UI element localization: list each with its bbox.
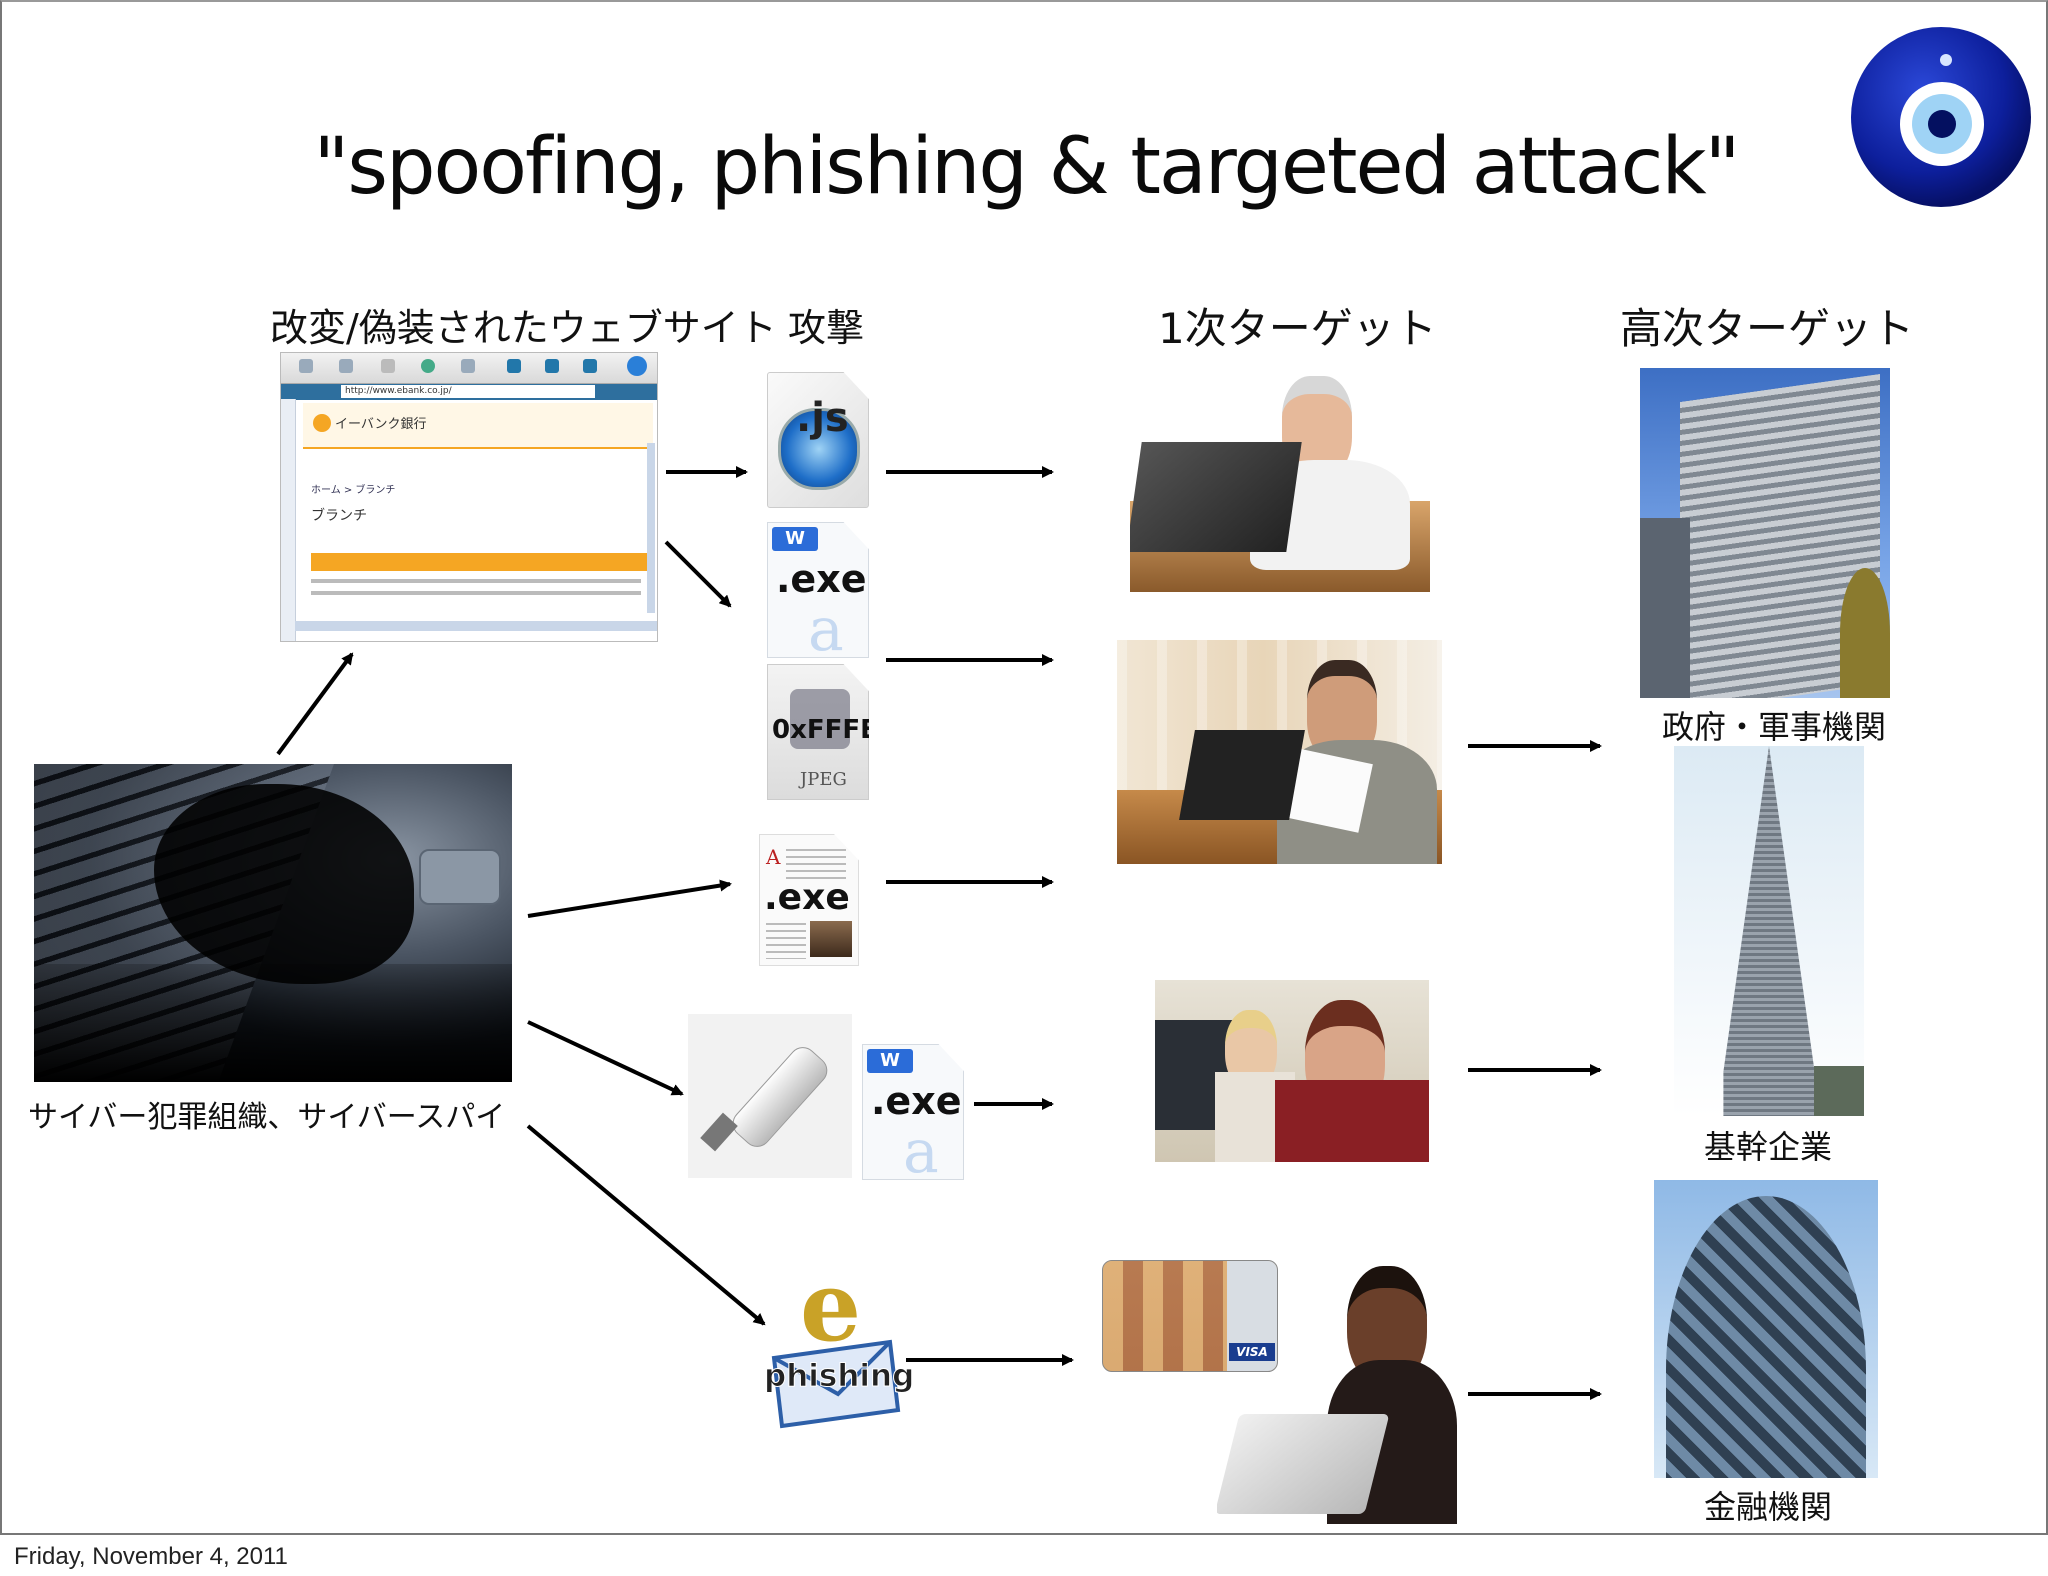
flow-arrows — [276, 466, 1602, 1400]
street-trees — [1814, 1066, 1864, 1116]
js-label: .js — [796, 395, 849, 441]
attacker-caption: サイバー犯罪組織、サイバースパイ — [28, 1100, 506, 1135]
home-icon — [461, 359, 475, 373]
arrow-attacker-to-usb — [527, 1020, 684, 1096]
phishing-e-letter: e — [800, 1250, 862, 1363]
spoofed-website-screenshot: http://www.ebank.co.jp/ イーバンク銀行 ホーム > ブラ… — [280, 352, 658, 642]
phishing-label: phishing — [763, 1358, 915, 1395]
drop-cap-icon: A — [766, 845, 781, 869]
caption-corporations: 基幹企業 — [1704, 1128, 1833, 1166]
js-file-icon: .js — [767, 372, 869, 508]
caption-financial: 金融機関 — [1704, 1488, 1833, 1526]
card-photo-people — [1103, 1261, 1227, 1371]
side-building — [1640, 518, 1690, 698]
browser-sidebar — [281, 399, 296, 641]
horizontal-scrollbar — [295, 621, 657, 631]
woman-jacket — [1275, 1080, 1429, 1162]
slide: "spoofing, phishing & targeted attack" 改… — [0, 0, 2048, 1535]
phishing-mail-icon: e phishing — [762, 1250, 915, 1430]
orange-banner — [311, 553, 649, 571]
vertical-scrollbar — [647, 443, 655, 613]
jpeg-file-icon: 0xFFFE JPEG — [767, 664, 869, 800]
stop-icon — [381, 359, 395, 373]
arrow-website-to-exe — [664, 540, 732, 608]
word-badge-icon: W — [772, 527, 818, 551]
ie-logo-icon — [627, 356, 647, 376]
watermark-a-icon: a — [903, 1117, 939, 1187]
refresh-icon — [421, 359, 435, 373]
usb-stick-photo — [688, 1014, 852, 1178]
text-lines — [786, 849, 846, 879]
government-building-photo — [1640, 368, 1890, 698]
back-icon — [299, 359, 313, 373]
bank-name: イーバンク銀行 — [335, 417, 427, 432]
exe-document-icon: A .exe — [759, 834, 859, 966]
target-office-women-photo — [1155, 980, 1429, 1162]
breadcrumb: ホーム > ブランチ — [311, 485, 396, 496]
arrow-attacker-to-exe-doc — [527, 879, 732, 918]
header-spoofed-website: 改変/偽装されたウェブサイト — [270, 306, 777, 350]
slide-title: "spoofing, phishing & targeted attack" — [313, 122, 1740, 212]
photo-thumbnail — [810, 921, 852, 957]
camera-icon — [790, 689, 850, 749]
exe-file-icon-usb: W .exe a — [862, 1044, 964, 1180]
header-high-target: 高次ターゲット — [1620, 304, 1915, 353]
address-url: http://www.ebank.co.jp/ — [341, 385, 595, 398]
visa-logo: VISA — [1229, 1343, 1275, 1361]
page-heading: ブランチ — [311, 508, 367, 524]
bank-header: イーバンク銀行 — [303, 403, 653, 449]
corporate-tower-photo — [1674, 746, 1864, 1116]
bank-logo-icon — [313, 414, 331, 432]
caption-government: 政府・軍事機関 — [1662, 708, 1887, 746]
financial-tower-photo — [1654, 1180, 1878, 1478]
exe-file-icon: W .exe a — [767, 522, 869, 658]
attacker-photo — [34, 764, 512, 1082]
header-attack: 攻撃 — [788, 306, 865, 350]
gherkin-tower — [1666, 1196, 1866, 1478]
tree — [1840, 568, 1890, 698]
envelope-icon — [771, 1339, 901, 1429]
header-primary-target: 1次ターゲット — [1158, 304, 1437, 353]
word-badge-icon: W — [867, 1049, 913, 1073]
text-line — [311, 579, 641, 583]
target-woman-laptop-photo — [1217, 1264, 1457, 1524]
hand-silhouette — [154, 784, 414, 984]
mail-icon — [583, 359, 597, 373]
text-line — [311, 591, 641, 595]
jpeg-label: JPEG — [800, 769, 847, 790]
autofill-icon — [507, 359, 521, 373]
exe-doc-label: .exe — [764, 877, 850, 918]
target-man-laptop-photo — [1130, 364, 1430, 592]
target-man-documents-photo — [1117, 640, 1442, 864]
forward-icon — [339, 359, 353, 373]
credit-card-photo: VISA — [1102, 1260, 1278, 1372]
touchpad — [419, 849, 501, 905]
exe-label-b: .exe — [871, 1079, 962, 1123]
address-bar: http://www.ebank.co.jp/ — [281, 384, 657, 400]
print-icon — [545, 359, 559, 373]
exe-label-a: .exe — [776, 557, 867, 601]
jpeg-hex-label: 0xFFFE — [772, 715, 878, 745]
shadow — [34, 964, 512, 1082]
compass-icon — [778, 408, 860, 490]
footer: Friday, November 4, 2011 — [0, 1535, 2048, 1576]
arrow-attacker-to-phishing — [526, 1124, 766, 1326]
footer-date: Friday, November 4, 2011 — [14, 1543, 288, 1570]
watermark-a-icon: a — [808, 595, 844, 665]
text-lines — [766, 923, 806, 959]
browser-toolbar — [281, 353, 657, 384]
evil-eye-icon — [1851, 27, 2031, 207]
arrow-attacker-to-website — [276, 652, 354, 756]
